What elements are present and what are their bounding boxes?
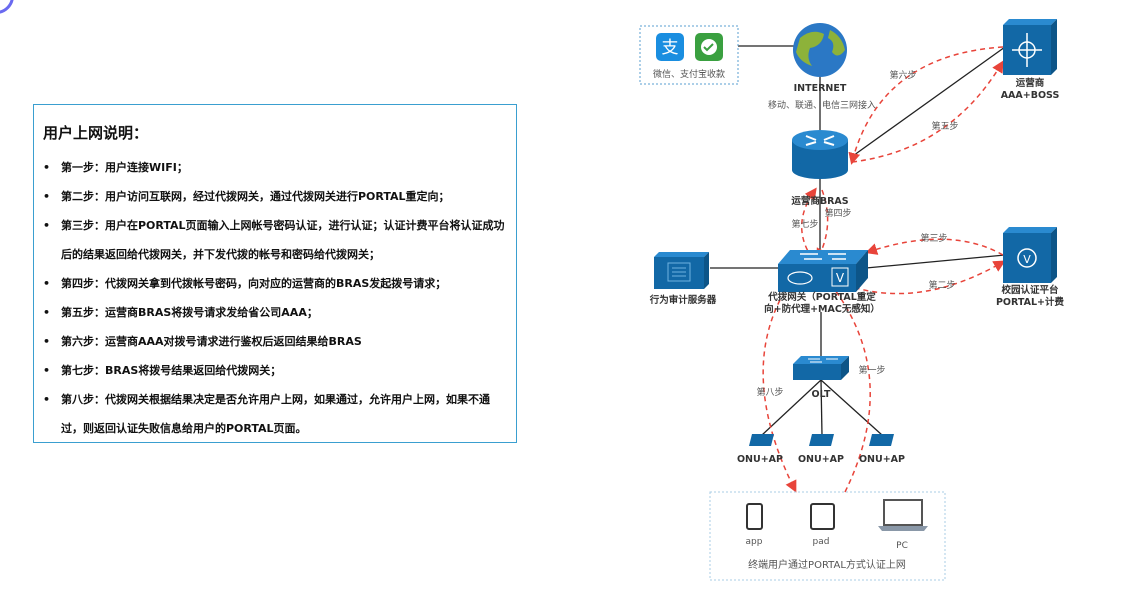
step-text: 第四步：代拨网关拿到代拨帐号密码，向对应的运营商的BRAS发起拨号请求；: [61, 277, 447, 290]
alipay-glyph: 支: [662, 38, 679, 58]
portal-v-glyph: V: [1023, 253, 1031, 266]
payment-box: [639, 25, 739, 85]
portal-label-2: PORTAL+计费: [996, 296, 1065, 308]
step-6-label: 第六步: [889, 69, 916, 81]
list-item: • 第一步：用户连接WIFI；: [34, 153, 516, 182]
olt-label: OLT: [811, 389, 831, 400]
step-1-label: 第一步: [858, 364, 885, 376]
gateway-v-glyph: V: [836, 271, 845, 285]
onu-label: ONU+AP: [859, 454, 905, 465]
step-3-label: 第三步: [920, 232, 947, 244]
router-icon: [792, 130, 848, 179]
step-4-label: 第四步: [824, 207, 851, 219]
step-8-label: 第八步: [756, 386, 783, 398]
globe-icon: [793, 23, 847, 77]
list-item: • 第六步：运营商AAA对拨号请求进行鉴权后返回结果给BRAS: [34, 327, 516, 356]
aaa-label-1: 运营商: [1016, 77, 1045, 89]
step-text: 第三步：用户在PORTAL页面输入上网帐号密码认证，进行认证；认证计费平台将认证…: [61, 219, 505, 261]
portal-platform-icon: [1003, 227, 1057, 283]
pc-label: PC: [896, 541, 908, 551]
panel-title: 用户上网说明：: [43, 124, 149, 142]
list-item: • 第二步：用户访问互联网，经过代拨网关，通过代拨网关进行PORTAL重定向；: [34, 182, 516, 211]
laptop-icon: [878, 499, 928, 531]
onu-label: ONU+AP: [737, 454, 783, 465]
bullet: •: [43, 364, 51, 377]
step-7-label: 第七步: [791, 218, 818, 230]
step-5-label: 第五步: [931, 120, 958, 132]
terminals-caption: 终端用户通过PORTAL方式认证上网: [748, 558, 906, 571]
bullet: •: [43, 161, 51, 174]
onu-label: ONU+AP: [798, 454, 844, 465]
app-label: app: [746, 537, 763, 547]
onu-icon: [749, 434, 774, 446]
step-2-label: 第二步: [928, 279, 955, 291]
list-item: • 第四步：代拨网关拿到代拨帐号密码，向对应的运营商的BRAS发起拨号请求；: [34, 269, 516, 298]
bullet: •: [43, 219, 51, 232]
step-text: 第六步：运营商AAA对拨号请求进行鉴权后返回结果给BRAS: [61, 335, 362, 348]
onu-icon: [809, 434, 834, 446]
step-text: 第一步：用户连接WIFI；: [61, 161, 188, 174]
bullet: •: [43, 393, 51, 406]
gateway-label-1: 代拨网关（PORTAL重定: [767, 291, 876, 303]
portal-label-1: 校园认证平台: [1001, 284, 1059, 296]
bullet: •: [43, 306, 51, 319]
bras-label: 运营商BRAS: [791, 195, 848, 207]
list-item: • 第八步：代拨网关根据结果决定是否允许用户上网，如果通过，允许用户上网，如果不通…: [34, 385, 516, 443]
alipay-icon: [656, 33, 684, 61]
onu-icon: [869, 434, 894, 446]
internet-label: INTERNET: [794, 83, 847, 94]
gateway-label-2: 向+防代理+MAC无感知）: [764, 303, 880, 315]
phone-icon: [746, 503, 763, 530]
step-text: 第八步：代拨网关根据结果决定是否允许用户上网，如果通过，允许用户上网，如果不通过…: [61, 393, 490, 435]
audit-label: 行为审计服务器: [649, 294, 717, 306]
list-item: • 第七步：BRAS将拨号结果返回给代拨网关；: [34, 356, 516, 385]
instructions-panel: 用户上网说明： • 第一步：用户连接WIFI； • 第二步：用户访问互联网，经过代拨…: [33, 104, 517, 443]
olt-switch-icon: [793, 356, 849, 380]
bullet: •: [43, 277, 51, 290]
aaa-label-2: AAA+BOSS: [1001, 90, 1060, 101]
links: [710, 45, 1006, 436]
payment-label: 微信、支付宝收款: [653, 68, 725, 80]
steps-list: • 第一步：用户连接WIFI； • 第二步：用户访问互联网，经过代拨网关，通过代拨网…: [34, 153, 516, 443]
tablet-icon: [810, 503, 835, 530]
step-text: 第七步：BRAS将拨号结果返回给代拨网关；: [61, 364, 282, 377]
step-text: 第二步：用户访问互联网，经过代拨网关，通过代拨网关进行PORTAL重定向；: [61, 190, 450, 203]
aaa-server-icon: [1003, 19, 1057, 75]
bullet: •: [43, 190, 51, 203]
list-item: • 第三步：用户在PORTAL页面输入上网帐号密码认证，进行认证；认证计费平台将认…: [34, 211, 516, 269]
list-item: • 第五步：运营商BRAS将拨号请求发给省公司AAA；: [34, 298, 516, 327]
terminals-box: [709, 491, 946, 581]
gateway-switch-icon: [778, 250, 868, 292]
step-text: 第五步：运营商BRAS将拨号请求发给省公司AAA；: [61, 306, 318, 319]
pad-label: pad: [813, 537, 830, 547]
audit-server-icon: [654, 252, 709, 289]
bullet: •: [43, 335, 51, 348]
internet-sub-label: 移动、联通、电信三网接入: [768, 99, 876, 111]
